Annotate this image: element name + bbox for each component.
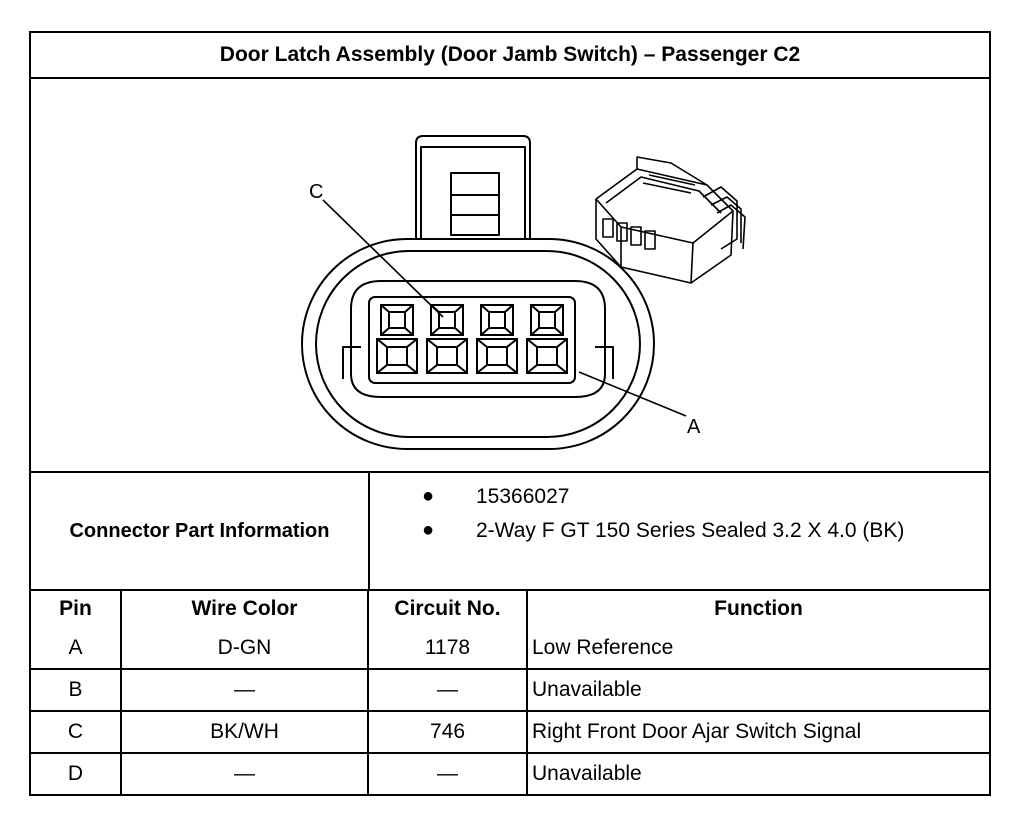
pin-cavity [526,304,568,374]
pin-table-header: Pin Wire Color Circuit No. Function [31,589,989,628]
lock-tab [415,135,531,255]
connector-part-information: Connector Part Information ● 15366027 ● … [31,473,989,591]
lock-tab-window [450,172,500,236]
table-row: B — — Unavailable [31,667,989,712]
part-number: 15366027 [476,485,570,508]
cell-wire-color: D-GN [120,628,369,670]
header-function: Function [526,589,989,628]
pin-cavity [376,304,418,374]
header-pin: Pin [31,589,122,628]
cell-circuit-no: 746 [367,709,528,754]
table-row: D — — Unavailable [31,751,989,794]
cell-pin: B [31,667,122,712]
cavity-frame [368,296,576,384]
connector-face [350,280,606,398]
cell-function: Unavailable [526,751,989,794]
table-row: C BK/WH 746 Right Front Door Ajar Switch… [31,709,989,754]
connector-diagram: C A [31,79,989,473]
cell-wire-color: — [120,751,369,794]
cell-circuit-no: 1178 [367,628,528,670]
connector-face-svg: C A [301,135,746,450]
callout-c-leader [322,199,444,318]
cell-pin: C [31,709,122,754]
table-row: A D-GN 1178 Low Reference [31,628,989,670]
cell-function: Unavailable [526,667,989,712]
cell-function: Right Front Door Ajar Switch Signal [526,709,989,754]
bullet-icon: ● [422,519,435,541]
callout-a-leader [578,371,687,417]
cell-pin: D [31,751,122,794]
connector-inner-shell [315,250,641,438]
connector-info-label: Connector Part Information [31,473,370,589]
bullet-icon: ● [422,485,435,507]
cell-circuit-no: — [367,751,528,794]
header-wire-color: Wire Color [120,589,369,628]
callout-c-label: C [309,181,323,203]
connector-thumbnail-icon [595,156,746,284]
connector-info-list: ● 15366027 ● 2-Way F GT 150 Series Seale… [370,473,989,589]
connector-sheet: Door Latch Assembly (Door Jamb Switch) –… [29,31,991,796]
callout-a-label: A [687,416,701,438]
cell-pin: A [31,628,122,670]
cell-circuit-no: — [367,667,528,712]
cell-wire-color: BK/WH [120,709,369,754]
pin-cavity [476,304,518,374]
cell-function: Low Reference [526,628,989,670]
cell-wire-color: — [120,667,369,712]
connector-description: 2-Way F GT 150 Series Sealed 3.2 X 4.0 (… [476,519,905,542]
pin-cavities [376,304,568,374]
pin-table: Pin Wire Color Circuit No. Function A D-… [31,589,989,794]
header-circuit-no: Circuit No. [367,589,528,628]
connector-face-lip [342,346,614,379]
page-title: Door Latch Assembly (Door Jamb Switch) –… [31,33,989,79]
lock-tab-inner [420,146,526,255]
